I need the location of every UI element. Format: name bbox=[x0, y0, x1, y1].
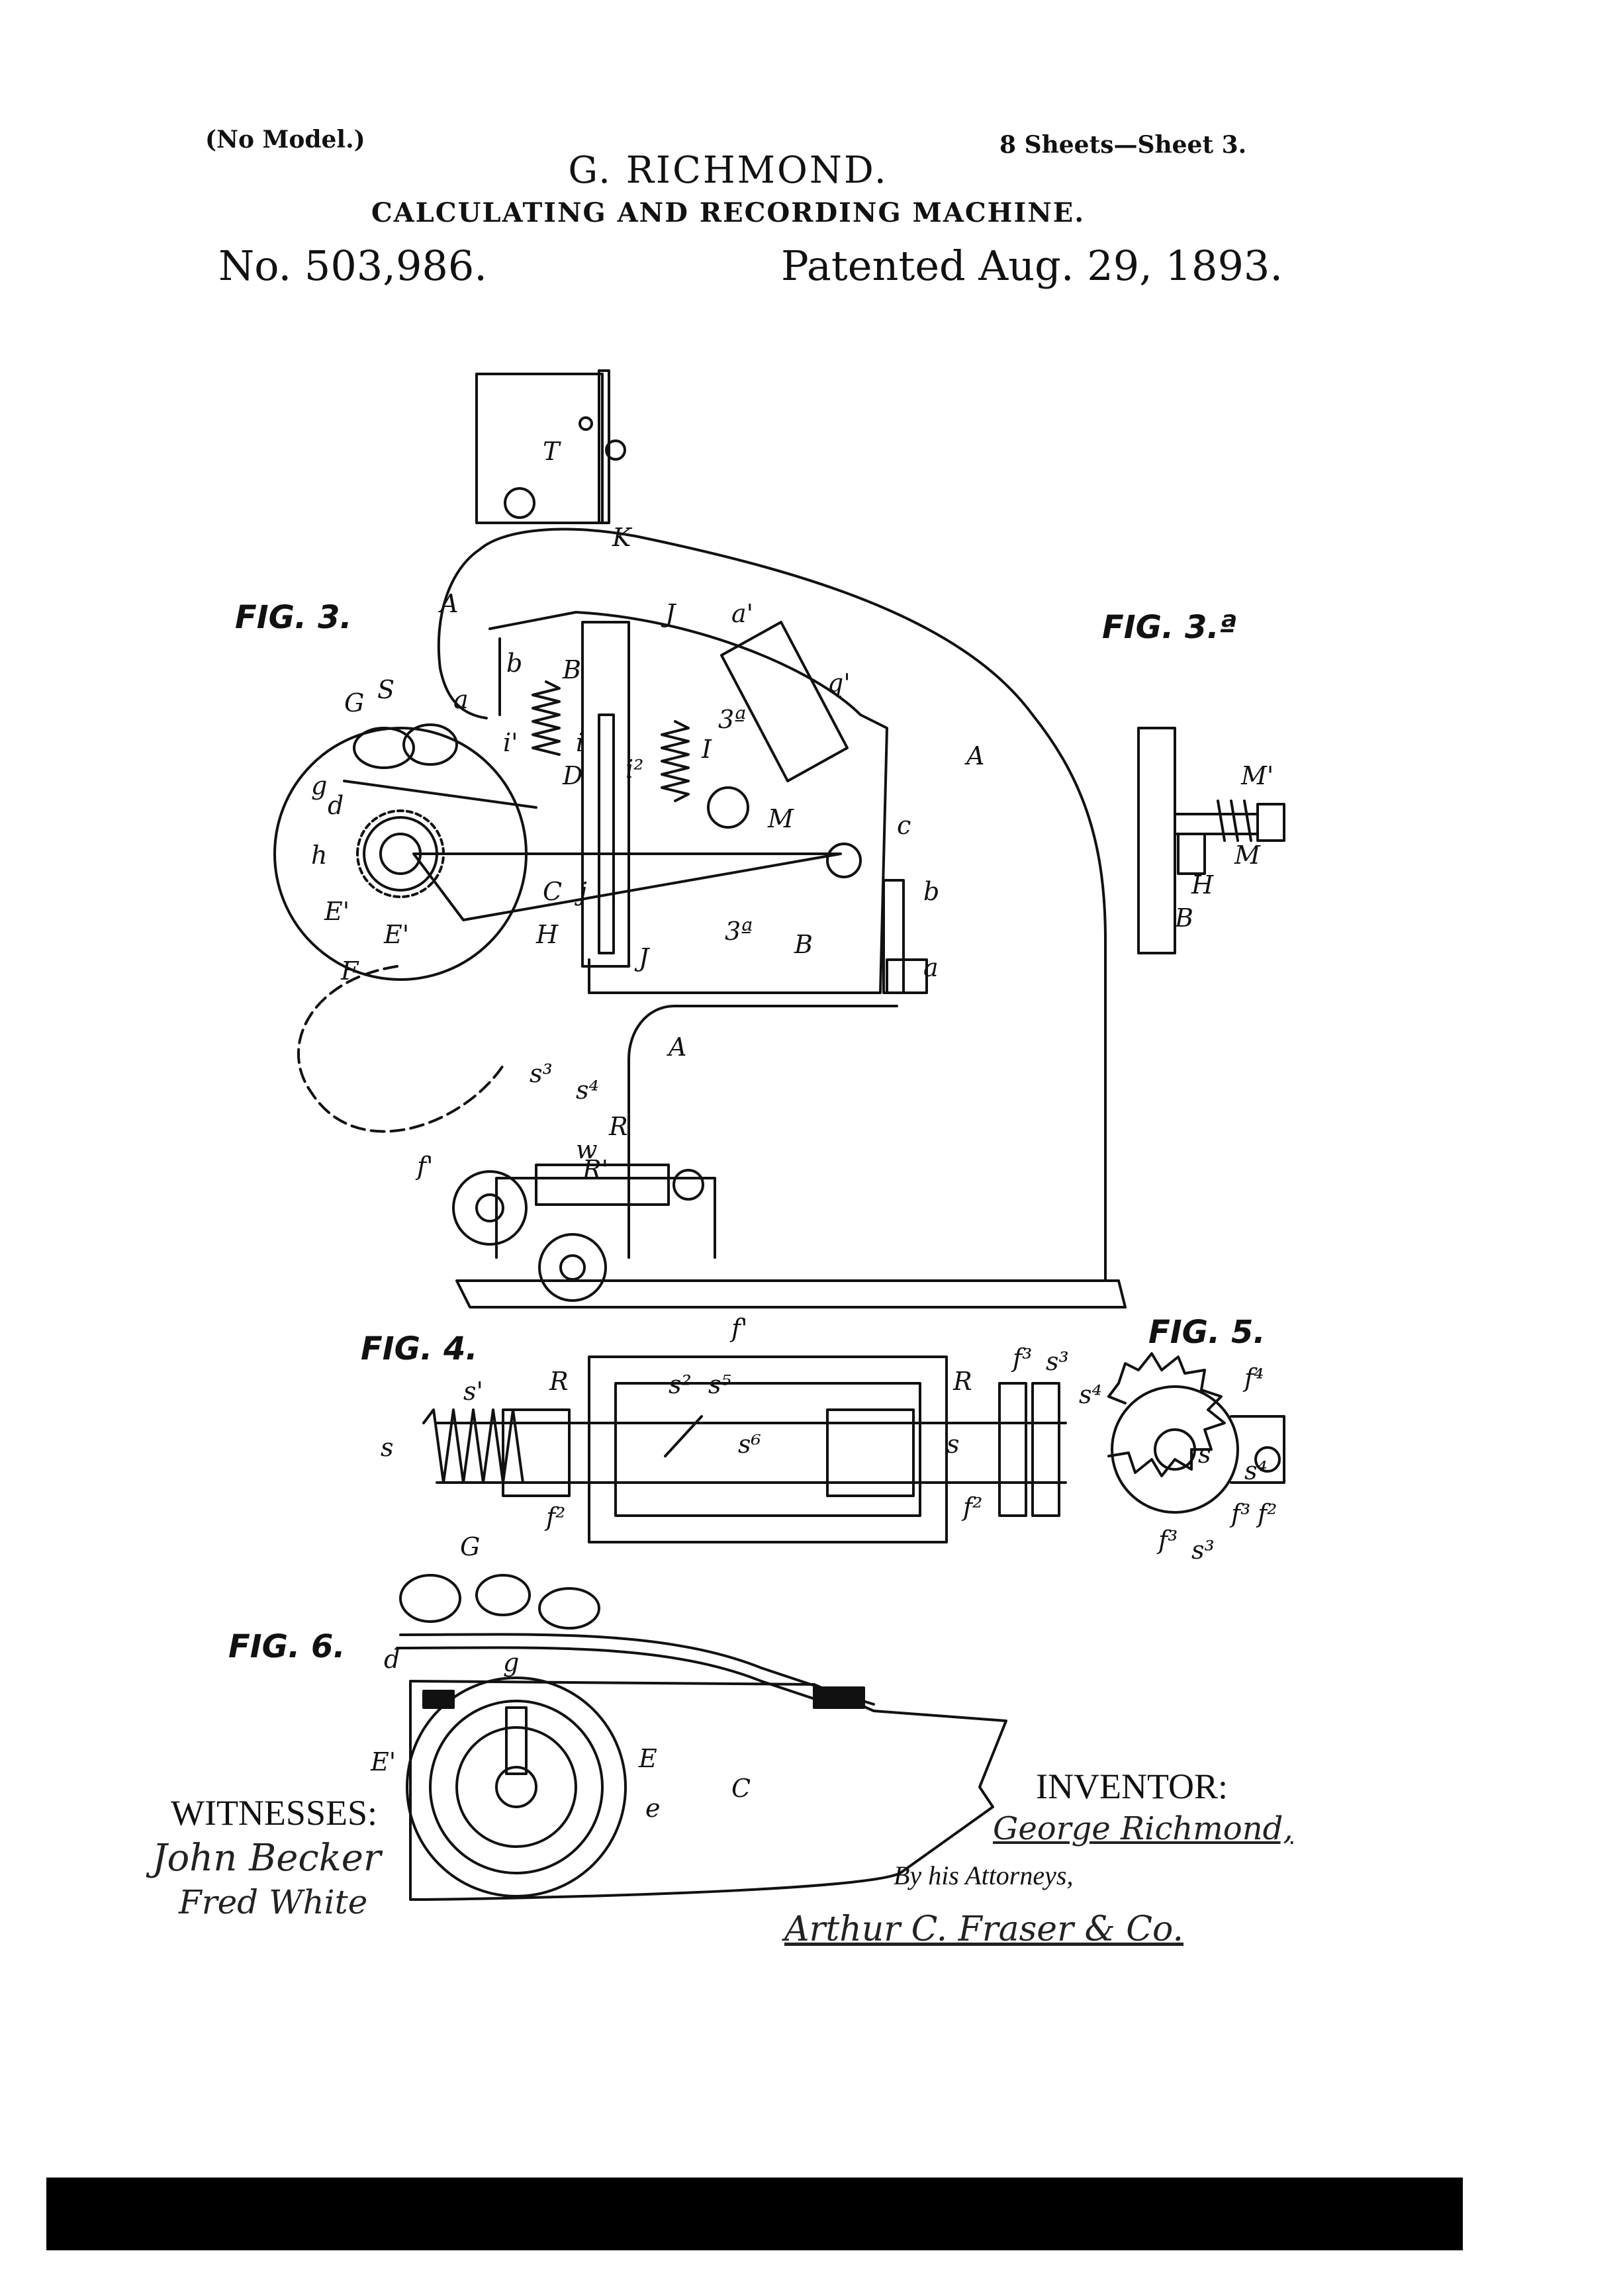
ref-s6: s⁶ bbox=[738, 1430, 761, 1459]
ref-C-fig6: C bbox=[731, 1774, 751, 1803]
ref-M1: M' bbox=[1241, 761, 1274, 790]
ref-d-fig6: d bbox=[384, 1645, 400, 1674]
attorneys-label: By his Attorneys, bbox=[894, 1860, 1074, 1890]
fig3a-drawing bbox=[1137, 727, 1285, 954]
ref-s-fig4-left: s bbox=[381, 1433, 394, 1462]
fig5-drawing bbox=[1107, 1352, 1285, 1514]
ref-s3-fig3: s³ bbox=[530, 1059, 553, 1088]
ref-h: h bbox=[311, 841, 328, 870]
ref-s2: s² bbox=[669, 1370, 692, 1399]
ref-A-lower: A bbox=[669, 1033, 687, 1062]
ref-g-fig3: g bbox=[311, 771, 328, 800]
ref-i: i bbox=[576, 728, 584, 757]
ref-R1: R' bbox=[582, 1155, 609, 1184]
ref-E-fig3: E' bbox=[384, 920, 410, 949]
ref-B-bottom: B bbox=[794, 930, 813, 959]
ref-F: F bbox=[341, 956, 359, 986]
ref-i2: i² bbox=[626, 755, 644, 784]
ref-E1-fig3: E' bbox=[324, 897, 350, 926]
ref-E1-fig6: E' bbox=[371, 1747, 396, 1776]
ref-f2-fig4-left: f² bbox=[546, 1502, 566, 1532]
ref-s4-fig5: s⁴ bbox=[1244, 1456, 1268, 1485]
ref-G-fig6: G bbox=[460, 1532, 481, 1561]
ref-a1: a' bbox=[731, 599, 754, 628]
ref-f2-fig5: f² bbox=[1258, 1499, 1277, 1528]
ref-J-bottom: J bbox=[639, 943, 649, 972]
ref-D: D bbox=[563, 761, 583, 790]
ref-3a-top: 3ª bbox=[718, 705, 747, 734]
fig3-title: FIG. 3. bbox=[235, 599, 352, 636]
ref-a-right: a bbox=[923, 953, 939, 982]
ref-g-fig6: g bbox=[503, 1648, 520, 1677]
ref-K: K bbox=[612, 523, 631, 552]
ref-s5: s⁵ bbox=[708, 1370, 731, 1399]
ref-d-fig3: d bbox=[328, 791, 344, 820]
patent-number: No. 503,986. bbox=[218, 242, 487, 290]
ref-E-fig6: E bbox=[639, 1744, 657, 1773]
ref-s1: s' bbox=[463, 1377, 483, 1406]
fig3-drawing bbox=[273, 369, 1127, 1309]
ref-f3-fig5: f³ bbox=[1158, 1526, 1178, 1555]
fig4-title: FIG. 4. bbox=[361, 1330, 478, 1367]
ref-H: H bbox=[536, 920, 559, 949]
witnesses-label: WITNESSES: bbox=[171, 1793, 378, 1833]
ref-M: M bbox=[768, 804, 794, 833]
ref-f1-fig3: f' bbox=[417, 1152, 434, 1181]
ref-f4: f⁴ bbox=[1244, 1363, 1264, 1393]
ref-3-fig5: f³ bbox=[1231, 1499, 1251, 1528]
ref-R-fig4-left: R bbox=[549, 1367, 569, 1396]
ref-3a-bottom: 3ª bbox=[725, 917, 753, 946]
ref-q1: q' bbox=[827, 668, 851, 698]
ref-i1: i' bbox=[503, 728, 518, 757]
sheet-count: 8 Sheets—Sheet 3. bbox=[999, 131, 1247, 159]
fig5-title: FIG. 5. bbox=[1148, 1314, 1266, 1351]
ref-B-top: B bbox=[563, 655, 581, 684]
ref-M-fig3a: M bbox=[1234, 841, 1260, 870]
ref-T: T bbox=[543, 437, 560, 466]
ref-b-right: b bbox=[923, 877, 940, 906]
ref-C-fig3: C bbox=[543, 877, 563, 906]
ref-A-right: A bbox=[966, 741, 985, 770]
ref-f3-fig4: f³ bbox=[1013, 1344, 1033, 1373]
scan-border-bar bbox=[46, 2178, 1463, 2250]
patent-title: CALCULATING AND RECORDING MACHINE. bbox=[371, 197, 1086, 228]
ref-I: I bbox=[702, 735, 712, 764]
ref-s4-fig4: s⁴ bbox=[1079, 1380, 1102, 1409]
ref-s3-fig4: s³ bbox=[1046, 1347, 1069, 1376]
fig3a-title: FIG. 3.ª bbox=[1102, 609, 1237, 646]
ref-H-fig3a: H bbox=[1191, 870, 1214, 899]
ref-f2-fig4-right: f² bbox=[963, 1492, 983, 1522]
inventor-signature: George Richmond, bbox=[993, 1810, 1293, 1847]
inventor-name: G. RICHMOND. bbox=[568, 149, 888, 192]
ref-G-fig3: G bbox=[344, 688, 365, 717]
witness-signature-1: John Becker bbox=[152, 1837, 381, 1880]
ref-f1-fig4: f' bbox=[731, 1314, 748, 1343]
fig6-drawing bbox=[396, 1574, 1007, 1901]
ref-a: a bbox=[453, 685, 469, 714]
ref-j: j bbox=[579, 877, 587, 906]
ref-B-fig3a: B bbox=[1175, 903, 1193, 933]
ref-J-top: J bbox=[665, 599, 676, 628]
ref-S: S bbox=[377, 675, 395, 704]
witness-signature-2: Fred White bbox=[179, 1883, 368, 1921]
ref-R-fig3: R bbox=[609, 1112, 628, 1141]
ref-c: c bbox=[897, 811, 911, 840]
fig4-drawing bbox=[422, 1355, 1067, 1543]
patent-date: Patented Aug. 29, 1893. bbox=[781, 242, 1283, 290]
fig6-title: FIG. 6. bbox=[228, 1628, 346, 1665]
ref-s3-fig5: s³ bbox=[1191, 1536, 1215, 1565]
ref-b: b bbox=[506, 649, 523, 678]
ref-s-fig5: s bbox=[1198, 1440, 1211, 1469]
ref-s4-fig3: s⁴ bbox=[576, 1076, 599, 1105]
ref-R-fig4-right: R bbox=[953, 1367, 972, 1396]
ref-e-fig6: e bbox=[645, 1794, 661, 1823]
ref-A-top: A bbox=[440, 589, 459, 618]
inventor-label: INVENTOR: bbox=[1036, 1767, 1228, 1806]
attorney-signature: Arthur C. Fraser & Co. bbox=[784, 1909, 1183, 1949]
ref-w: w bbox=[576, 1135, 598, 1164]
ref-s-fig4-right: s bbox=[947, 1430, 960, 1459]
no-model-note: (No Model.) bbox=[205, 126, 365, 154]
